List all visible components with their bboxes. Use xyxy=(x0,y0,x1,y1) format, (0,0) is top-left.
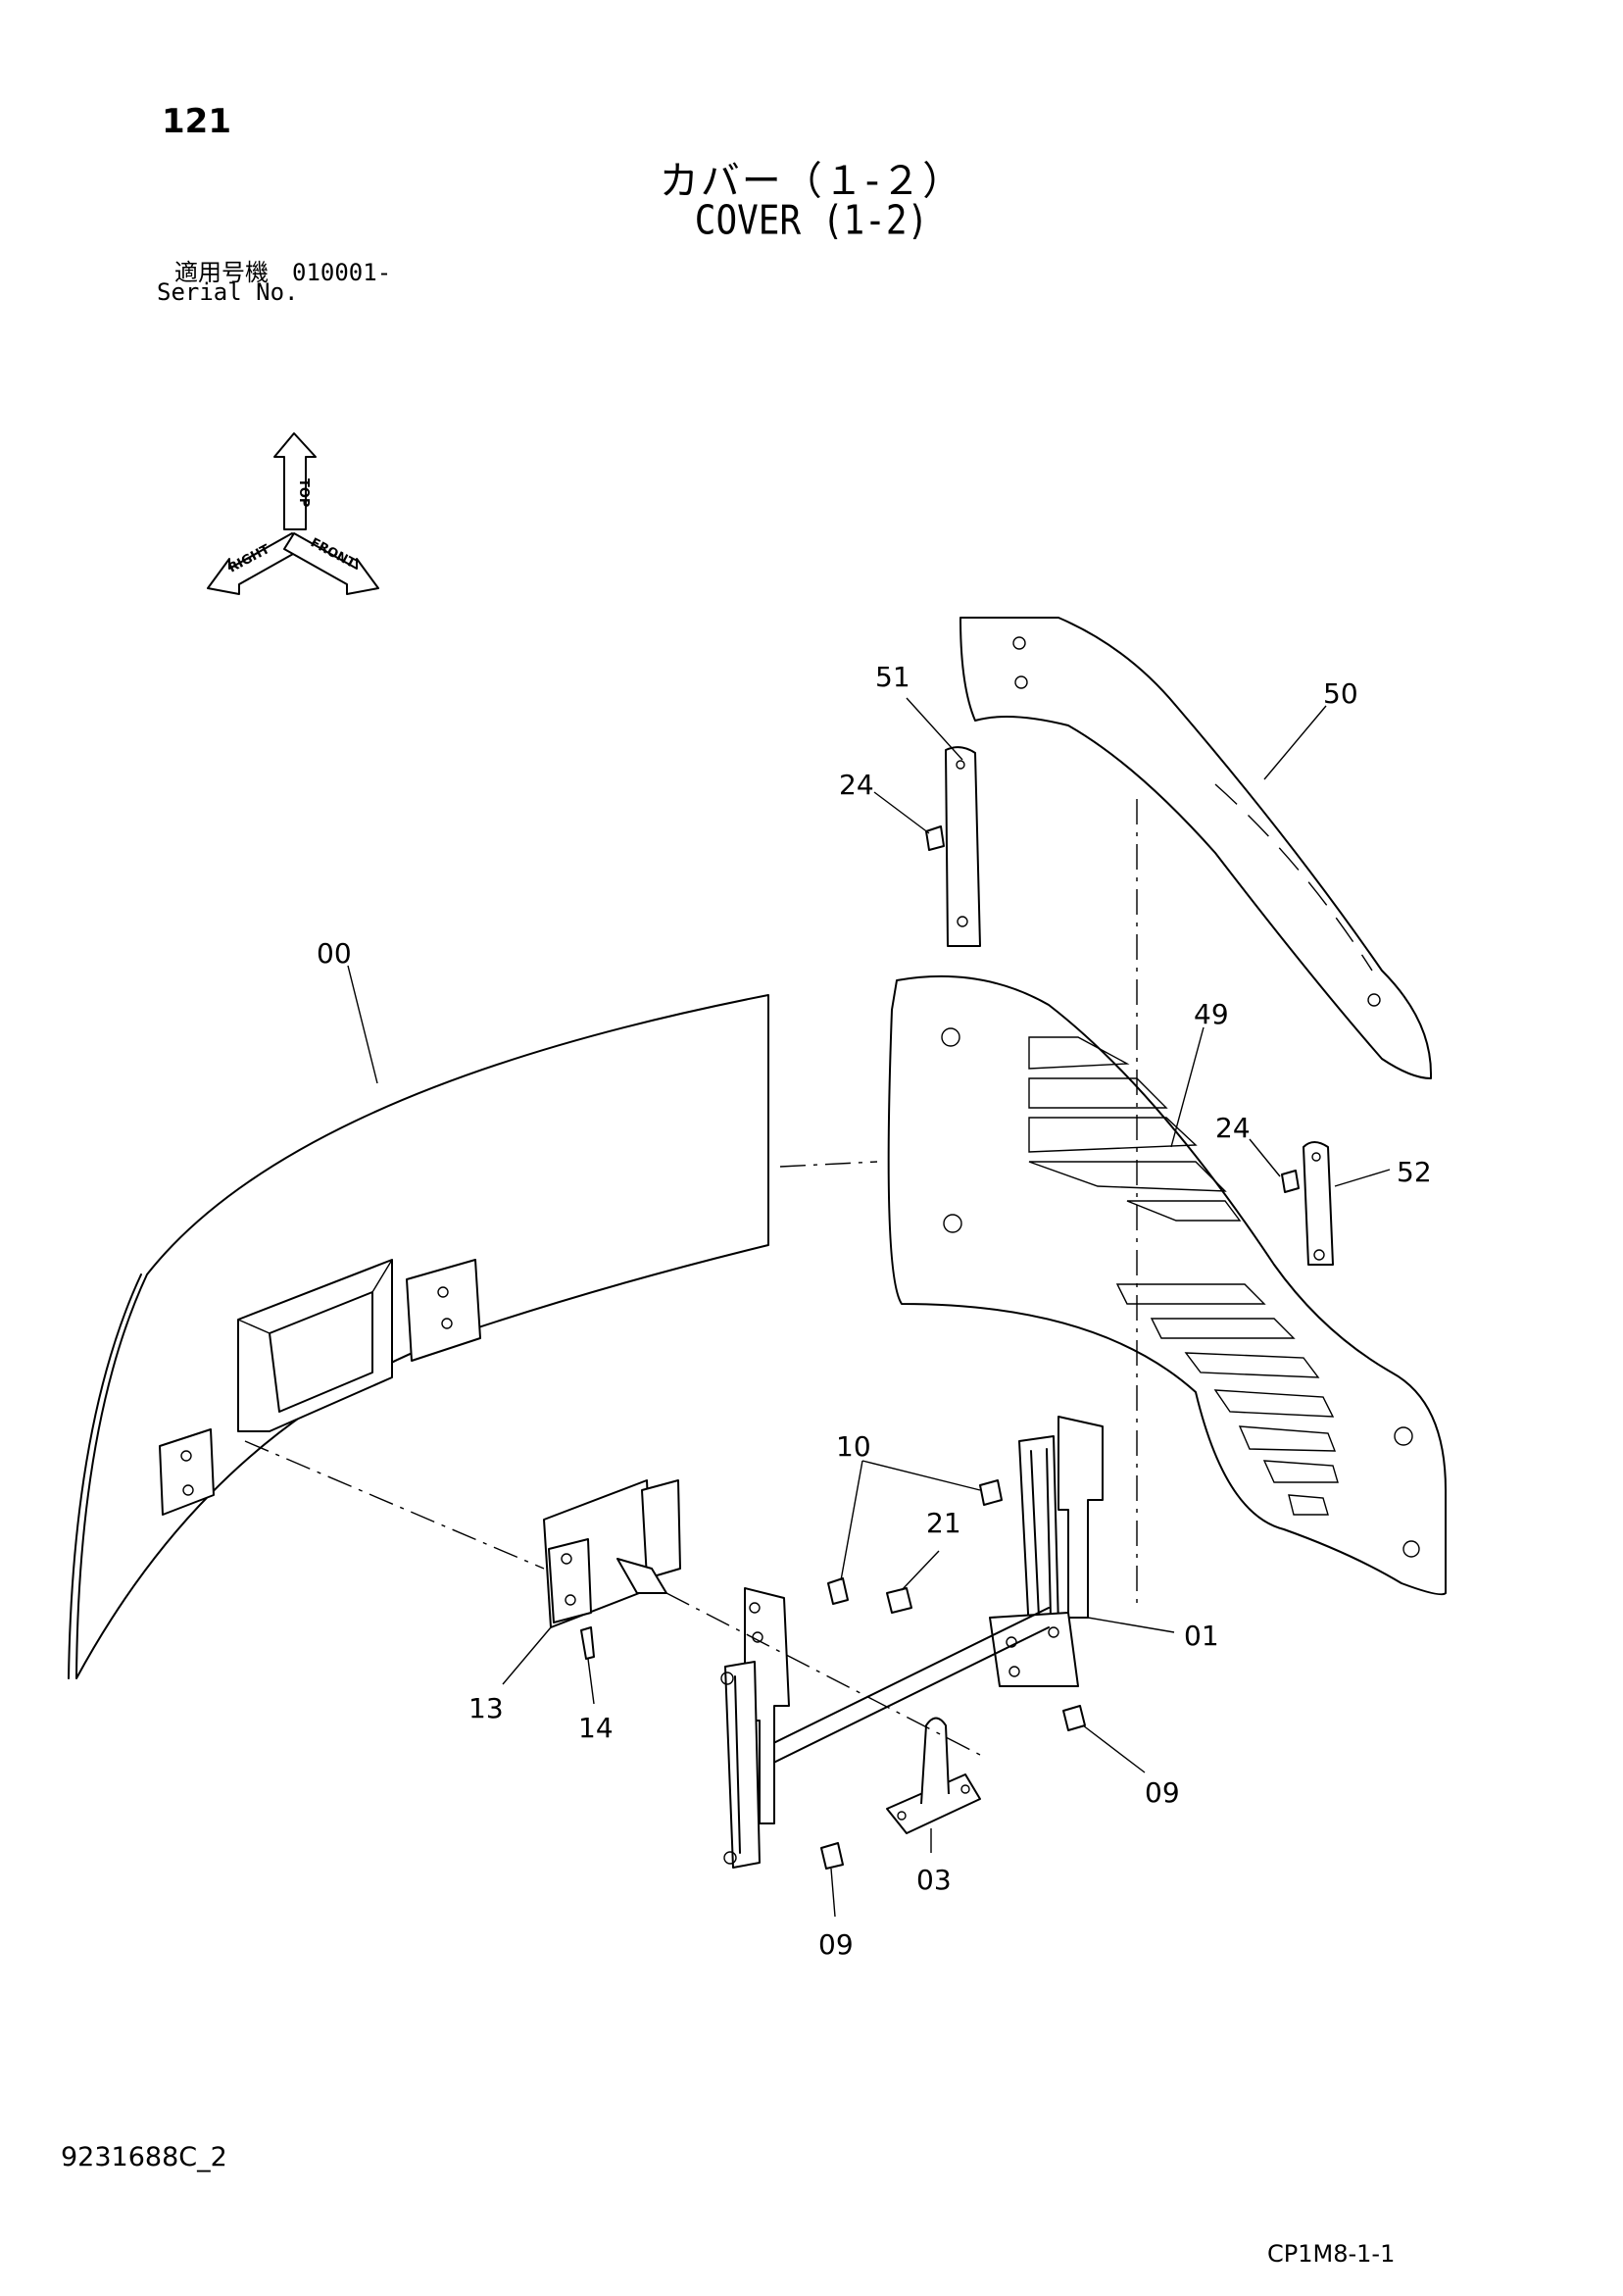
document-code: 9231688C_2 xyxy=(61,2142,227,2172)
upper-louvers xyxy=(1028,1036,1242,1222)
callout-09-right: 09 xyxy=(1145,1776,1180,1809)
part-52-bracket xyxy=(1303,1141,1334,1266)
alignment-line-latch xyxy=(665,1592,981,1756)
leader-lines xyxy=(347,697,1391,1918)
part-01-hinge-assembly xyxy=(720,1416,1104,1869)
top-arrow-icon xyxy=(273,432,317,530)
callout-24-upper: 24 xyxy=(839,769,874,801)
alignment-line-cover xyxy=(779,1161,878,1168)
callout-03: 03 xyxy=(916,1864,952,1896)
callout-24-lower: 24 xyxy=(1215,1112,1251,1144)
bolt-10-b-icon xyxy=(827,1577,849,1605)
callout-01: 01 xyxy=(1184,1620,1219,1652)
callout-00: 00 xyxy=(317,937,352,970)
bolt-24-lower-icon xyxy=(1281,1170,1300,1193)
alignment-line-plate xyxy=(244,1440,545,1570)
callout-52: 52 xyxy=(1397,1156,1432,1188)
bolt-21-icon xyxy=(886,1587,912,1614)
callout-50: 50 xyxy=(1323,677,1358,710)
orientation-top-label: TOP xyxy=(296,478,311,507)
serial-label-japanese: 適用号機 010001- xyxy=(174,259,392,286)
part-50-upper-cover xyxy=(959,617,1432,1079)
sheet-code: CP1M8-1-1 xyxy=(1267,2240,1396,2268)
part-13-plate xyxy=(543,1479,681,1628)
part-03-latch xyxy=(886,1717,981,1834)
bolt-10-a-icon xyxy=(979,1479,1003,1506)
callout-21: 21 xyxy=(926,1507,961,1539)
part-49-side-panel xyxy=(887,974,1447,1596)
callout-09-bottom: 09 xyxy=(818,1928,854,1961)
page-title-english: COVER (1-2) xyxy=(694,197,929,245)
serial-label-english: Serial No. xyxy=(157,278,299,306)
bolt-24-upper-icon xyxy=(925,825,945,851)
bolt-09-bottom-icon xyxy=(820,1842,844,1870)
callout-14: 14 xyxy=(578,1712,614,1744)
callout-numbers: 51 50 24 00 49 24 52 10 21 01 13 14 09 0… xyxy=(317,661,1432,1961)
part-51-bracket xyxy=(945,746,981,947)
callout-51: 51 xyxy=(875,661,910,693)
lower-louvers xyxy=(1115,1283,1339,1516)
callout-13: 13 xyxy=(468,1692,504,1724)
screw-14-icon xyxy=(580,1626,595,1660)
page-number: 121 xyxy=(162,102,231,141)
callout-49: 49 xyxy=(1194,998,1229,1030)
orientation-indicator: TOP RIGHT FRONT xyxy=(207,432,379,595)
part-00-cover-panel xyxy=(68,994,769,1679)
front-arrow-icon xyxy=(283,532,379,595)
callout-10: 10 xyxy=(836,1430,871,1463)
bolt-09-right-icon xyxy=(1062,1705,1086,1731)
page-title-japanese: カバー（１-２） xyxy=(659,159,964,204)
